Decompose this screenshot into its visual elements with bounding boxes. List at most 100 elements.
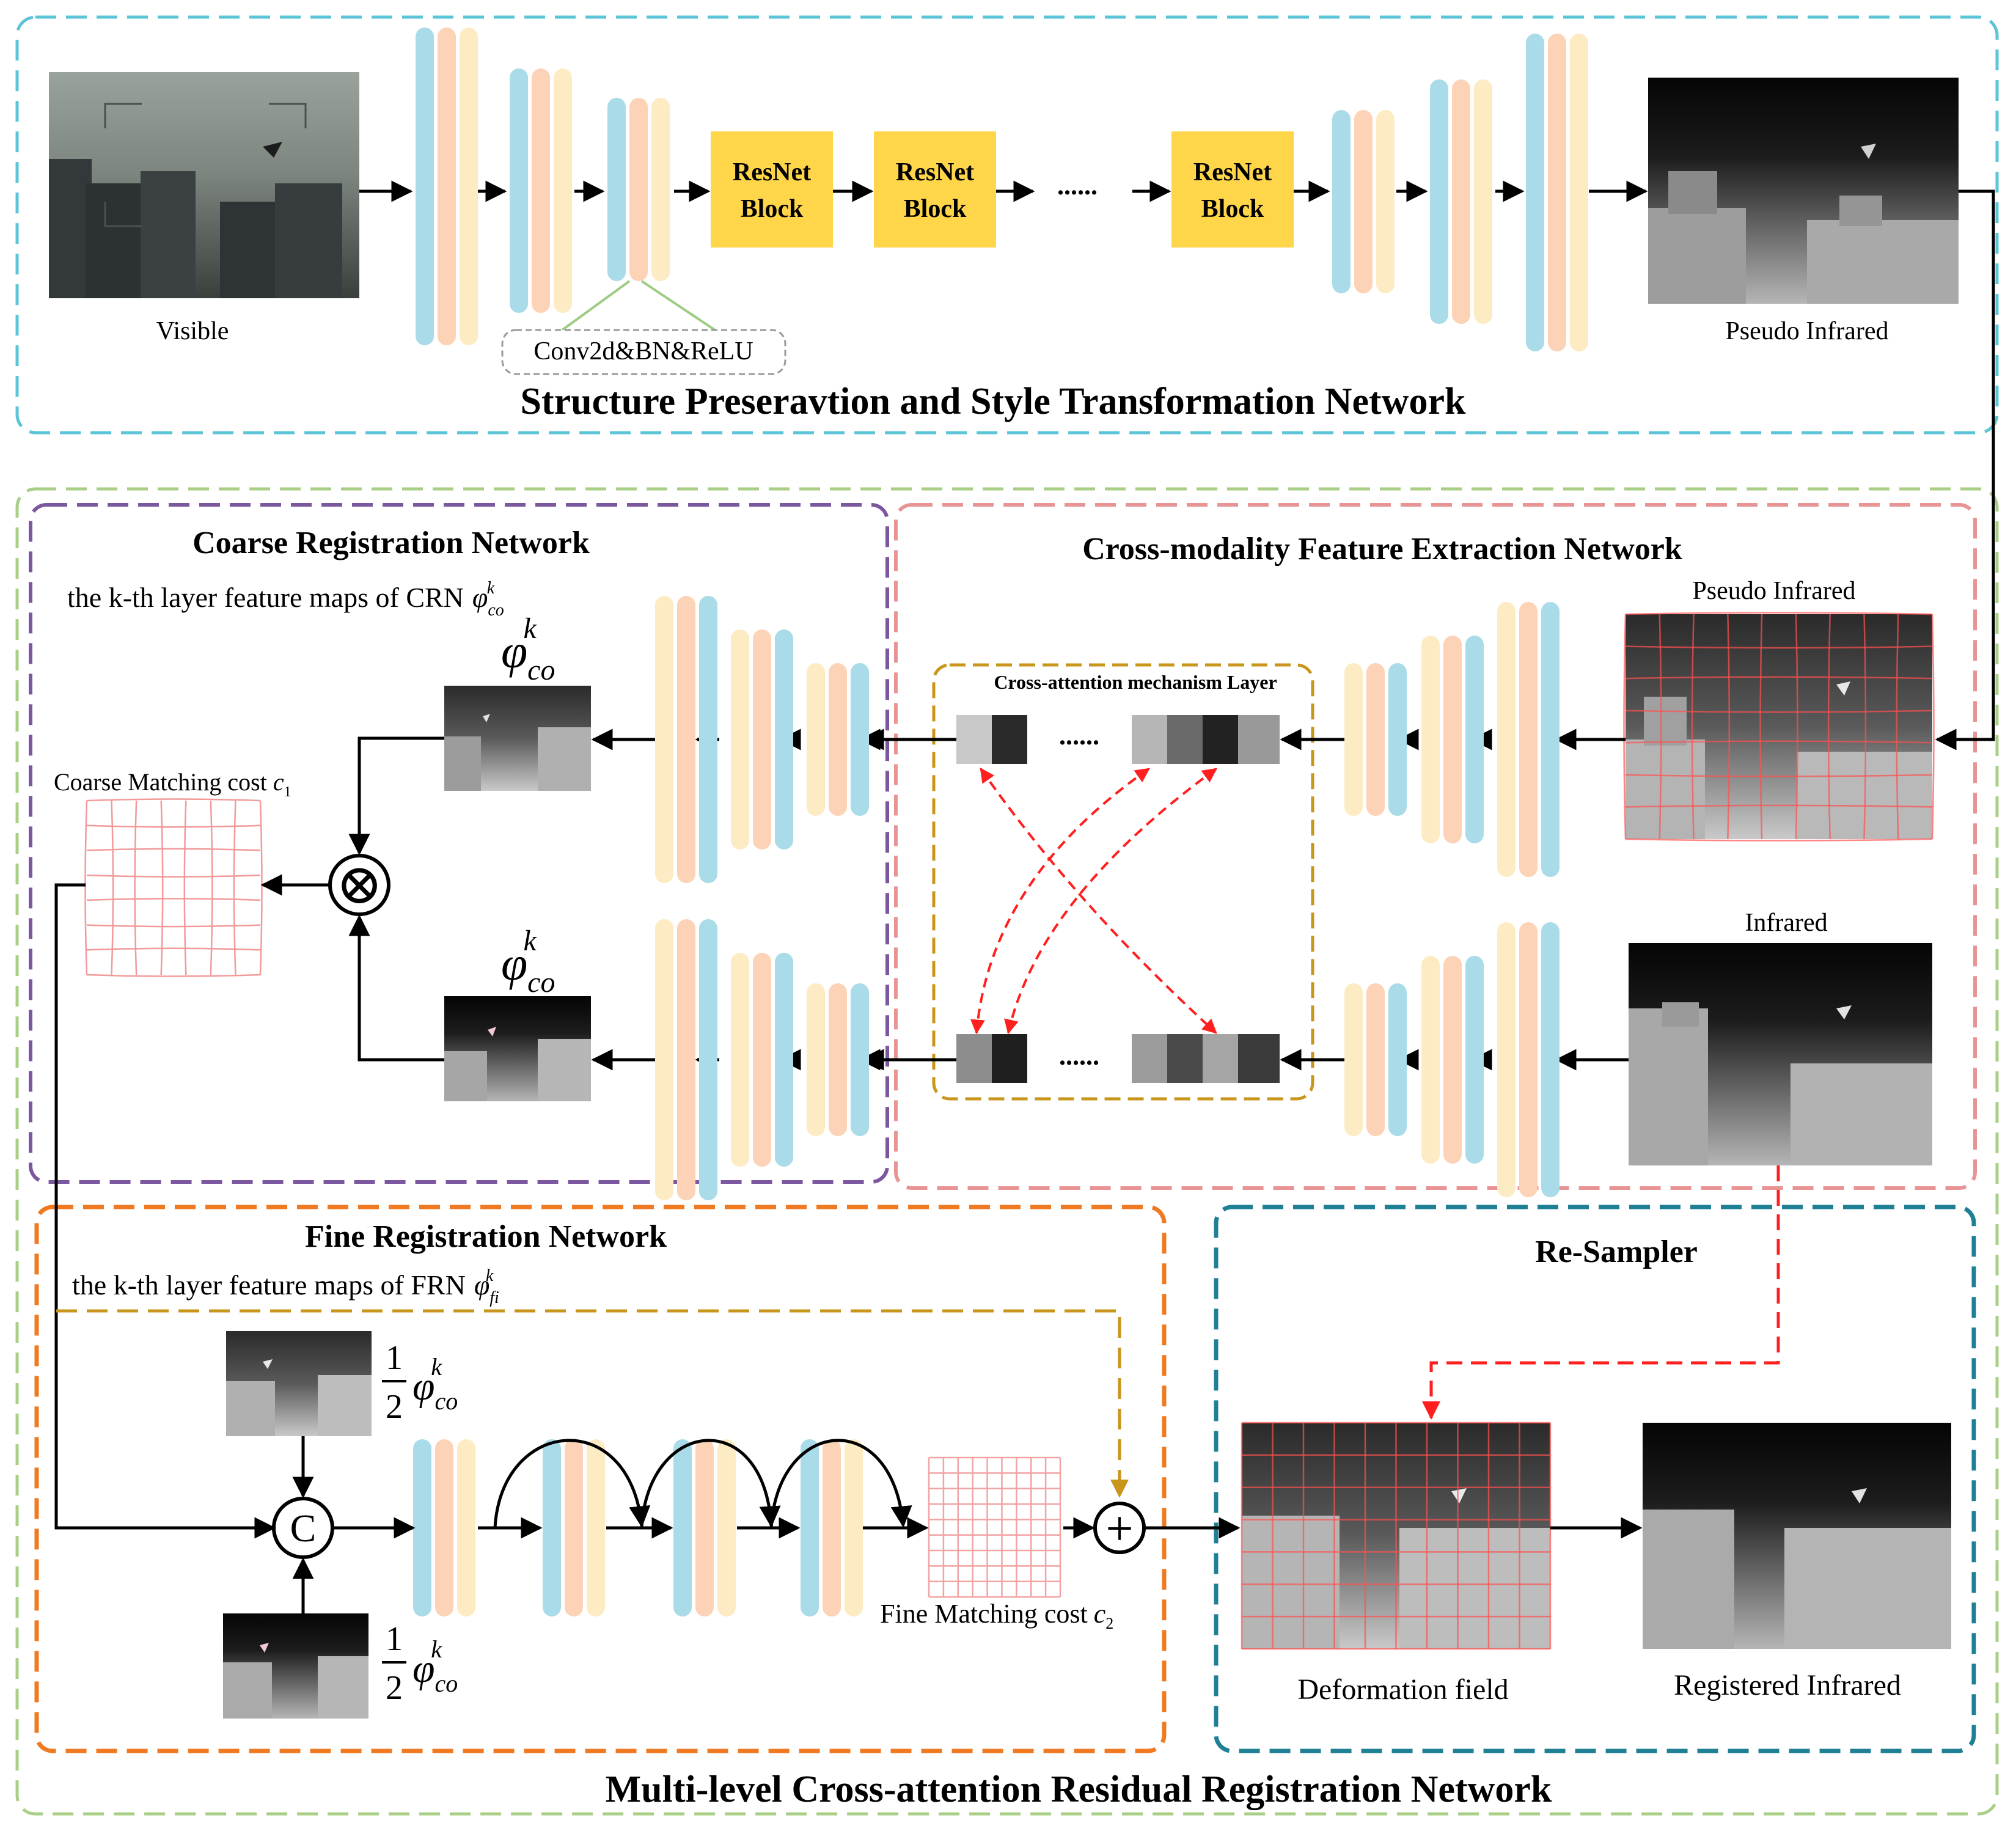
- cross-lower-stack-1-cream-bar: [1344, 983, 1363, 1136]
- top-stack-1-blue-bar: [416, 28, 434, 345]
- top-stack-2-cream-bar: [554, 68, 572, 313]
- coarse-lower-stack-1-peach-bar: [677, 919, 695, 1200]
- coarse-grid-hline: [86, 848, 261, 851]
- top-ellipsis: ......: [1057, 171, 1098, 200]
- pseudo-grid-vline: [1863, 614, 1867, 840]
- top-stack-1-peach-bar: [438, 28, 456, 345]
- coarse-upper-stack-1-peach-bar: [677, 596, 695, 883]
- resnet-block-2: [874, 131, 996, 248]
- resampler-title: Re-Sampler: [1535, 1235, 1698, 1269]
- coarse-grid-hline: [86, 898, 261, 901]
- fine-feature-stacks: [413, 1439, 863, 1616]
- pseudo-grid-hline: [1625, 804, 1933, 808]
- coarse-grid-hline: [86, 924, 261, 928]
- top-stack-1-cream-bar: [460, 28, 478, 345]
- top-stack-3-peach-bar: [629, 98, 648, 281]
- cross-upper-stack-2-peach-bar: [1443, 636, 1462, 843]
- half-upper-phi: φcok: [412, 1353, 458, 1415]
- cross-attention-box: [932, 663, 1314, 1101]
- top-stack-3-blue-bar: [607, 98, 626, 281]
- top-stack-4-cream-bar: [1376, 110, 1395, 293]
- coarse-lower-stack-3-cream-bar: [807, 983, 825, 1136]
- coarse-matching-cost-grid: [84, 798, 263, 977]
- coarse-feature-map-lower: [444, 996, 591, 1101]
- cross-infrared-image: [1629, 943, 1932, 1165]
- coarse-upper-stack-3-blue-bar: [851, 663, 869, 816]
- cross-pseudo-infrared-label: Pseudo Infrared: [1692, 577, 1855, 605]
- registered-infrared-image: [1643, 1423, 1951, 1649]
- panel-borders: [15, 15, 1999, 1816]
- coarse-feature-map-upper: [444, 686, 591, 791]
- cross-upper-stack-3-cream-bar: [1497, 602, 1516, 877]
- pseudo-grid-hline: [1625, 838, 1933, 842]
- coarse-grid-vline: [160, 800, 164, 975]
- cross-upper-stack-1-blue-bar: [1388, 663, 1407, 816]
- cross-title: Cross-modality Feature Extraction Networ…: [1082, 532, 1682, 567]
- coarse-grid-hline: [86, 824, 261, 828]
- top-stack-6-cream-bar: [1570, 34, 1588, 351]
- cross-upper-stack-2-cream-bar: [1421, 636, 1440, 843]
- phi-co-lower-symbol: φcok: [501, 925, 555, 999]
- pseudo-grid-vline: [1795, 614, 1798, 840]
- coarse-grid-vline: [210, 800, 213, 975]
- coarse-grid-vline: [233, 800, 236, 975]
- resnet-block-2-line2: Block: [904, 195, 967, 223]
- pseudo-grid-hline: [1625, 774, 1933, 777]
- infrared-to-resampler-path: [1422, 1165, 1780, 1420]
- registered-infrared-label: Registered Infrared: [1674, 1669, 1901, 1701]
- coarse-lower-stack-2-peach-bar: [753, 953, 771, 1167]
- cross-attention-layer-label: Cross-attention mechanism Layer: [994, 671, 1277, 693]
- resnet-block-2-line1: ResNet: [896, 158, 974, 186]
- fine-stack-4-peach-bar: [823, 1439, 841, 1616]
- phi-co-upper-symbol: φcok: [501, 612, 555, 686]
- visible-image: [49, 72, 359, 298]
- conv-label: Conv2d&BN&ReLU: [533, 337, 753, 365]
- top-stack-4-peach-bar: [1354, 110, 1373, 293]
- concat-operator-symbol: C: [290, 1506, 317, 1550]
- cross-lower-stack-3-peach-bar: [1519, 922, 1538, 1197]
- resampler-panel-border: [1214, 1205, 1976, 1753]
- cross-upper-stack-3-blue-bar: [1541, 602, 1560, 877]
- attention-ellipsis-lower: ......: [1059, 1041, 1099, 1071]
- half-upper-den: 2: [386, 1388, 403, 1426]
- coarse-grid-vline: [111, 800, 114, 975]
- cross-lower-stack-1-blue-bar: [1388, 983, 1407, 1136]
- fine-panel-border: [34, 1205, 1167, 1753]
- top-stack-6-blue-bar: [1526, 34, 1544, 351]
- pseudo-grid-vline: [1727, 614, 1731, 840]
- top-stack-2-blue-bar: [510, 68, 528, 313]
- attention-tokens-lower: [956, 1034, 1280, 1083]
- fine-stack-1-blue-bar: [413, 1439, 431, 1616]
- add-operator-symbol: +: [1105, 1502, 1133, 1556]
- fine-input-lower: [223, 1613, 368, 1719]
- visible-label: Visible: [156, 317, 229, 345]
- conv-callout: [501, 280, 786, 375]
- top-stack-5-peach-bar: [1452, 79, 1470, 324]
- top-panel-title: Structure Preseravtion and Style Transfo…: [521, 381, 1466, 422]
- top-stack-2-peach-bar: [532, 68, 550, 313]
- coarse-lower-stack-3-blue-bar: [851, 983, 869, 1136]
- pseudo-grid-vline: [1623, 614, 1627, 840]
- coarse-upper-stack-3-cream-bar: [807, 663, 825, 816]
- top-stack-5-blue-bar: [1430, 79, 1448, 324]
- coarse-upper-stack-1-cream-bar: [655, 596, 673, 883]
- coarse-upper-stack-2-peach-bar: [753, 629, 771, 849]
- cross-lower-stack-3-blue-bar: [1541, 922, 1560, 1197]
- fine-arrows: [292, 1436, 1241, 1613]
- coarse-panel-border: [29, 503, 889, 1184]
- resnet-block-3-line2: Block: [1201, 195, 1264, 223]
- top-stack-4-blue-bar: [1332, 110, 1351, 293]
- multiply-operator-symbol: ⊗: [335, 853, 383, 916]
- cross-infrared-label: Infrared: [1745, 909, 1827, 937]
- pseudo-grid-hline: [1625, 676, 1933, 680]
- pseudo-grid-vline: [1931, 614, 1935, 840]
- pseudo-infrared-label-top: Pseudo Infrared: [1725, 317, 1888, 345]
- pseudo-grid-hline: [1625, 645, 1933, 649]
- pseudo-grid-hline: [1625, 740, 1933, 744]
- pseudo-grid-vline: [1691, 614, 1695, 840]
- cross-upper-stack-3-peach-bar: [1519, 602, 1538, 877]
- coarse-lower-stack-2-cream-bar: [731, 953, 749, 1167]
